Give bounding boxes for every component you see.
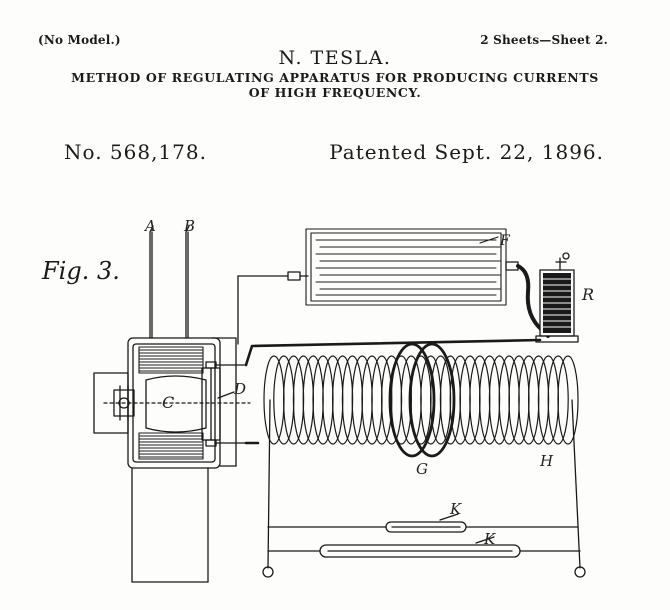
- label-b: B: [183, 217, 195, 235]
- patent-date: Patented Sept. 22, 1896.: [329, 140, 604, 164]
- vacuum-tube-lower: [319, 536, 521, 558]
- condenser-lead: [237, 271, 309, 345]
- figure-label: Fig. 3.: [42, 257, 120, 285]
- secondary-coil: [263, 355, 579, 445]
- patent-title-line-2: OF HIGH FREQUENCY.: [248, 85, 422, 100]
- vacuum-tube-upper: [385, 513, 467, 533]
- label-c: C: [162, 393, 174, 412]
- label-h: H: [539, 452, 554, 470]
- sheet-number: 2 Sheets—Sheet 2.: [480, 33, 608, 47]
- secondary-turn: [557, 355, 579, 445]
- label-a: A: [143, 217, 156, 235]
- rotor: [103, 375, 251, 433]
- primary-coil: [388, 342, 456, 458]
- label-r: R: [581, 285, 594, 304]
- field-coil-bottom: [138, 432, 204, 460]
- label-k-lower: K: [483, 530, 496, 548]
- input-leads: [149, 225, 190, 339]
- label-d: D: [233, 380, 246, 398]
- patent-title-line-1: METHOD OF REGULATING APPARATUS FOR PRODU…: [71, 70, 599, 85]
- patent-number: No. 568,178.: [64, 140, 207, 164]
- part-labels: A B C D F G H K K R: [143, 217, 594, 548]
- label-f: F: [499, 233, 511, 249]
- regulator: [535, 252, 579, 343]
- secondary-turn: [547, 355, 569, 445]
- primary-circuit: [244, 338, 542, 445]
- output-circuit: [262, 399, 586, 578]
- label-g: G: [416, 460, 428, 478]
- label-k-upper: K: [449, 500, 462, 518]
- commutator: [201, 361, 247, 447]
- condenser: [305, 228, 507, 306]
- regulator-lead: [505, 261, 550, 338]
- inventor-name: N. TESLA.: [278, 47, 392, 69]
- no-model-note: (No Model.): [38, 33, 121, 47]
- field-coil-top: [138, 346, 204, 374]
- interrupter-housing: [93, 337, 237, 583]
